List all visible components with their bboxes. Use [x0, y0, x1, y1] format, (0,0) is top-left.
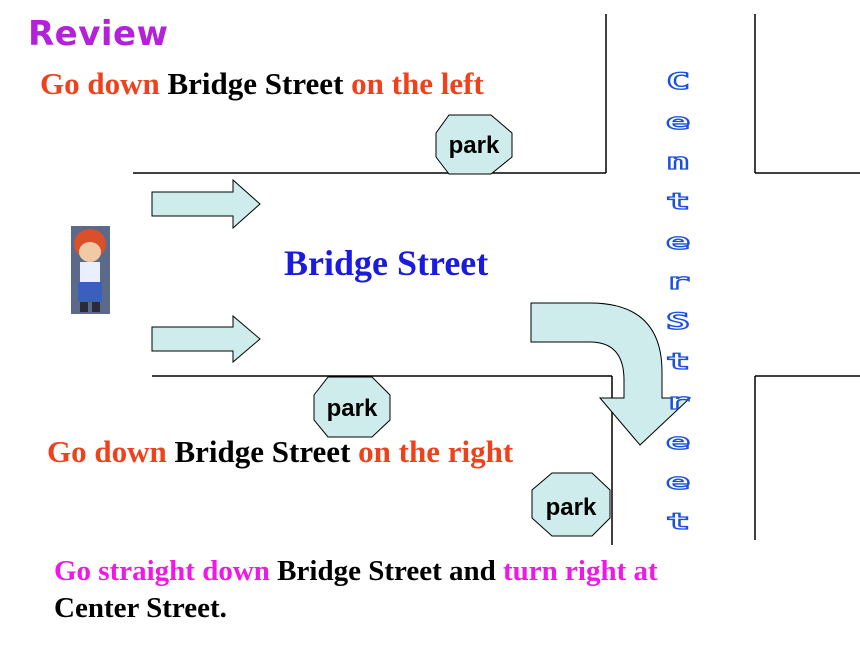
center-street-letter: e: [665, 469, 692, 495]
on-the-left-text: on the left: [351, 66, 484, 101]
center-street-letter: e: [665, 109, 692, 135]
center-street-letter: e: [665, 429, 692, 455]
go-down-text: Go down: [47, 434, 167, 469]
right-arrow-lower: [151, 314, 261, 364]
center-street-letter: r: [665, 269, 692, 295]
park-label-top: park: [449, 132, 500, 159]
route-instruction: Go straight down Bridge Street and turn …: [54, 553, 814, 627]
park-label-middle: park: [327, 395, 378, 422]
park-sign-middle: park: [313, 376, 391, 438]
center-street-letter: e: [665, 229, 692, 255]
instruction-left: Go down Bridge Street on the left: [40, 66, 484, 102]
center-street-letter: S: [665, 309, 692, 335]
center-street-letter: t: [665, 509, 692, 535]
center-street-label: C e n t e r S t r e e t: [650, 62, 706, 542]
right-arrow-upper: [151, 178, 261, 230]
center-street-letter: n: [665, 149, 692, 175]
center-street-text: Center Street.: [54, 592, 227, 624]
center-street-letter: t: [665, 349, 692, 375]
bridge-street-text: Bridge Street: [167, 66, 344, 101]
bridge-street-and-text: Bridge Street and: [277, 555, 496, 587]
instruction-right: Go down Bridge Street on the right: [47, 434, 513, 470]
boy-character: [71, 226, 110, 314]
bridge-street-text: Bridge Street: [174, 434, 351, 469]
park-sign-bottom: park: [531, 472, 611, 537]
center-street-letter: r: [665, 389, 692, 415]
bridge-street-label: Bridge Street: [284, 243, 489, 283]
go-straight-down-text: Go straight down: [54, 555, 270, 587]
turn-right-at-text: turn right at: [502, 555, 658, 587]
park-label-bottom: park: [546, 494, 597, 521]
review-title: Review: [28, 14, 169, 54]
park-sign-top: park: [435, 114, 513, 175]
on-the-right-text: on the right: [358, 434, 514, 469]
center-street-letter: t: [665, 189, 692, 215]
center-street-letter: C: [665, 69, 692, 95]
turn-right-arrow: [530, 302, 692, 446]
go-down-text: Go down: [40, 66, 160, 101]
